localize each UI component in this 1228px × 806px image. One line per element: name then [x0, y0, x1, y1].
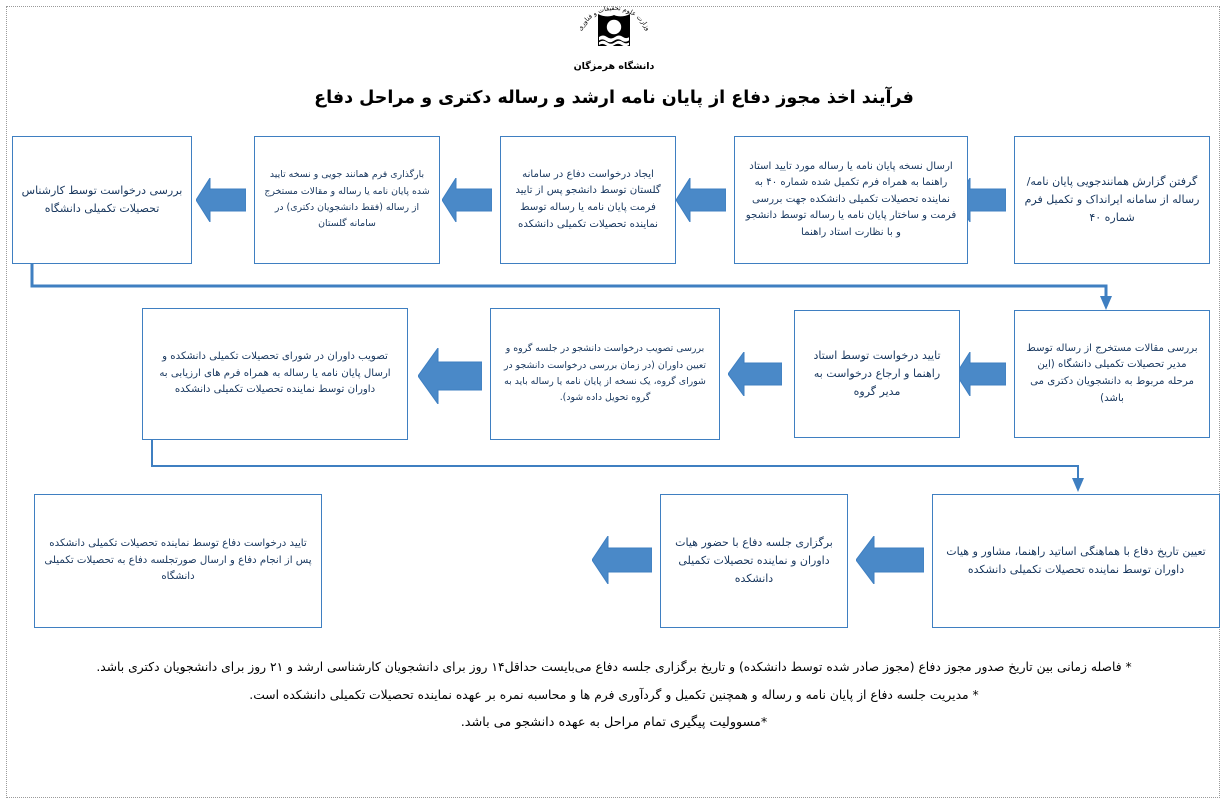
arrow-step11-to-step12: [592, 536, 652, 584]
flow-box-step-8[interactable]: بررسی تصویب درخواست دانشجو در جلسه گروه …: [490, 308, 720, 440]
flow-box-step-7[interactable]: تایید درخواست توسط استاد راهنما و ارجاع …: [794, 310, 960, 438]
flow-box-step-9[interactable]: تصویب داوران در شورای تحصیلات تکمیلی دان…: [142, 308, 408, 440]
flow-box-step-11-label: برگزاری جلسه دفاع با حضور هیات داوران و …: [675, 536, 833, 585]
arrow-step7-to-step8: [728, 352, 782, 396]
flow-box-step-10[interactable]: تعیین تاریخ دفاع با هماهنگی اساتید راهنم…: [932, 494, 1220, 628]
flow-box-step-5-label: بررسی درخواست توسط کارشناس تحصیلات تکمیل…: [21, 184, 183, 215]
footnote-1: * فاصله زمانی بین تاریخ صدور مجوز دفاع (…: [96, 660, 1132, 674]
flow-box-step-1-label: گرفتن گزارش همانندجویی پایان نامه/ رساله…: [1024, 175, 1200, 224]
footnote-2: * مدیریت جلسه دفاع از پایان نامه و رساله…: [249, 688, 979, 703]
page-title: فرآیند اخذ مجوز دفاع از پایان نامه ارشد …: [314, 88, 914, 108]
footnote-3: *مسوولیت پیگیری تمام مراحل به عهده دانشج…: [460, 715, 768, 731]
arrow-step8-to-step9: [418, 348, 482, 404]
university-book-emblem-icon: وزارت علوم تحقیقات و فناوری: [576, 4, 652, 47]
flow-box-step-2-label: ارسال نسخه پایان نامه یا رساله مورد تایی…: [745, 160, 957, 238]
flow-box-step-7-label: تایید درخواست توسط استاد راهنما و ارجاع …: [813, 349, 941, 398]
arrow-step6-to-step7: [956, 352, 1006, 396]
connector-row2-to-row3: [140, 440, 1140, 492]
flow-box-step-1[interactable]: گرفتن گزارش همانندجویی پایان نامه/ رساله…: [1014, 136, 1210, 264]
flow-box-step-10-label: تعیین تاریخ دفاع با هماهنگی اساتید راهنم…: [946, 545, 1206, 576]
arrow-step2-to-step3: [676, 178, 726, 222]
flow-box-step-9-label: تصویب داوران در شورای تحصیلات تکمیلی دان…: [159, 351, 391, 396]
flow-box-step-5[interactable]: بررسی درخواست توسط کارشناس تحصیلات تکمیل…: [12, 136, 192, 264]
arrow-step3-to-step4: [442, 178, 492, 222]
flow-box-step-11[interactable]: برگزاری جلسه دفاع با حضور هیات داوران و …: [660, 494, 848, 628]
flow-box-step-12[interactable]: تایید درخواست دفاع توسط نماینده تحصیلات …: [34, 494, 322, 628]
flow-box-step-4[interactable]: بارگذاری فرم همانند جویی و نسخه تایید شد…: [254, 136, 440, 264]
flow-box-step-4-label: بارگذاری فرم همانند جویی و نسخه تایید شد…: [264, 169, 430, 230]
flow-box-step-2[interactable]: ارسال نسخه پایان نامه یا رساله مورد تایی…: [734, 136, 968, 264]
flow-box-step-6-label: بررسی مقالات مستخرج از رساله توسط مدیر ت…: [1026, 342, 1198, 404]
flow-box-step-3-label: ایجاد درخواست دفاع در سامانه گلستان توسط…: [515, 168, 661, 230]
flow-box-step-3[interactable]: ایجاد درخواست دفاع در سامانه گلستان توسط…: [500, 136, 676, 264]
connector-row1-to-row2: [20, 264, 1120, 310]
arrow-step10-to-step11: [856, 536, 924, 584]
flow-box-step-8-label: بررسی تصویب درخواست دانشجو در جلسه گروه …: [503, 343, 707, 404]
footnotes: * فاصله زمانی بین تاریخ صدور مجوز دفاع (…: [20, 660, 1208, 745]
header-logo: وزارت علوم تحقیقات و فناوری دانشگاه هرمز…: [0, 2, 1228, 78]
flow-box-step-12-label: تایید درخواست دفاع توسط نماینده تحصیلات …: [44, 538, 312, 583]
logo-caption: دانشگاه هرمزگان: [573, 61, 655, 72]
arrow-step4-to-step5: [196, 178, 246, 222]
flow-box-step-6[interactable]: بررسی مقالات مستخرج از رساله توسط مدیر ت…: [1014, 310, 1210, 438]
